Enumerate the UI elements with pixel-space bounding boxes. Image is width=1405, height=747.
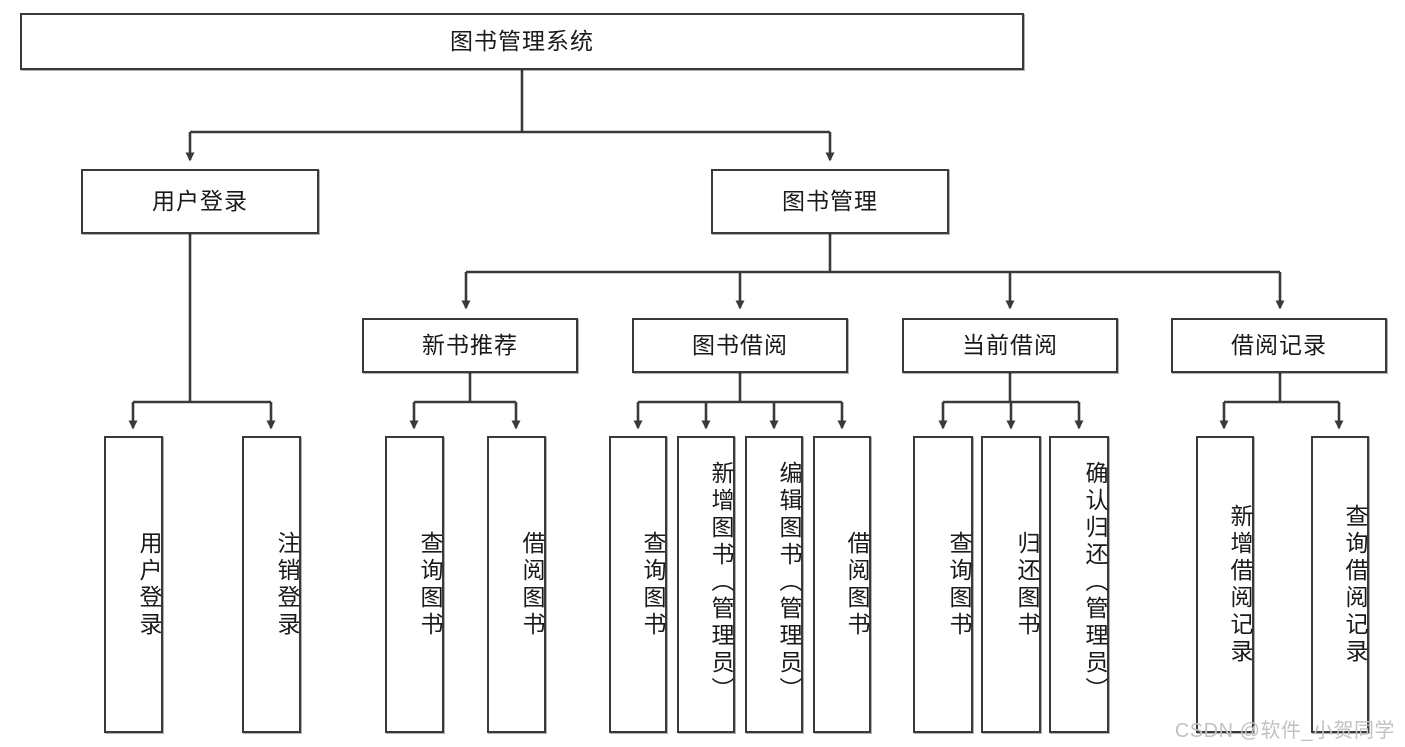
node-user-login[interactable]: 用户登录 [81,169,319,234]
leaf-borrow-book-2[interactable]: 借阅图书 [813,436,871,733]
node-label: 新书推荐 [422,331,518,358]
leaf-confirm-return-admin[interactable]: 确认归还（管理员） [1049,436,1109,733]
node-label: 新增借阅记录 [1227,503,1253,666]
leaf-edit-book-admin[interactable]: 编辑图书（管理员） [745,436,803,733]
node-label: 新增图书（管理员） [708,461,734,704]
node-label: 确认归还（管理员） [1082,461,1108,704]
node-book-management[interactable]: 图书管理 [711,169,949,234]
leaf-query-book-3[interactable]: 查询图书 [913,436,973,733]
node-label: 编辑图书（管理员） [776,461,802,704]
node-label: 用户登录 [136,530,162,639]
node-label: 用户登录 [152,187,248,214]
node-label: 当前借阅 [962,331,1058,358]
node-label: 借阅记录 [1231,331,1327,358]
node-label: 注销登录 [274,530,300,639]
node-label: 查询借阅记录 [1342,503,1368,666]
leaf-query-book-2[interactable]: 查询图书 [609,436,667,733]
csdn-watermark: CSDN @软件_小贺同学 [1174,720,1395,742]
node-new-book-recommend[interactable]: 新书推荐 [362,318,578,373]
node-current-borrow[interactable]: 当前借阅 [902,318,1118,373]
node-borrow-record[interactable]: 借阅记录 [1171,318,1387,373]
node-label: 借阅图书 [844,530,870,639]
node-label: 归还图书 [1014,530,1040,639]
node-label: 查询图书 [640,530,666,639]
leaf-return-book[interactable]: 归还图书 [981,436,1041,733]
leaf-add-book-admin[interactable]: 新增图书（管理员） [677,436,735,733]
node-label: 图书管理 [782,187,878,214]
leaf-add-borrow-record[interactable]: 新增借阅记录 [1196,436,1254,733]
node-label: 图书管理系统 [450,27,594,54]
leaf-query-borrow-record[interactable]: 查询借阅记录 [1311,436,1369,733]
leaf-query-book-1[interactable]: 查询图书 [385,436,444,733]
node-label: 查询图书 [946,530,972,639]
node-title-system[interactable]: 图书管理系统 [20,13,1024,70]
leaf-user-login[interactable]: 用户登录 [104,436,163,733]
node-label: 借阅图书 [519,530,545,639]
node-label: 图书借阅 [692,331,788,358]
node-label: 查询图书 [417,530,443,639]
node-book-borrow[interactable]: 图书借阅 [632,318,848,373]
leaf-logout-login[interactable]: 注销登录 [242,436,301,733]
leaf-borrow-book-1[interactable]: 借阅图书 [487,436,546,733]
